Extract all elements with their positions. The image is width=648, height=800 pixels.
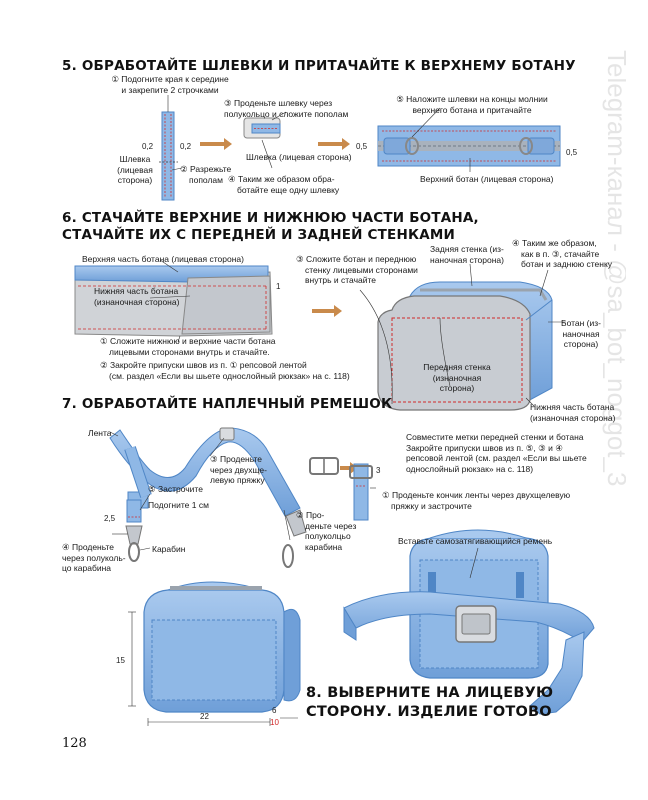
step7-fold: Подогните 1 см bbox=[148, 500, 209, 510]
step5-leader-lines bbox=[167, 95, 471, 172]
step6-gusset-strip bbox=[74, 265, 273, 337]
step8-dim-6: 6 bbox=[272, 706, 277, 715]
step6-label-top-face: Верхняя часть ботана (лицевая сторона) bbox=[82, 254, 244, 264]
step6-label-bottom-part: Нижняя часть ботана(изнаночная сторона) bbox=[530, 402, 616, 423]
step7-dim-25: 2,5 bbox=[104, 514, 116, 523]
dimension-lines bbox=[128, 611, 298, 726]
dim-02-left: 0,2 bbox=[142, 142, 154, 151]
step7-leader-lines bbox=[109, 431, 376, 551]
arrow-right-3 bbox=[312, 305, 342, 317]
buckle-detail bbox=[309, 457, 373, 521]
step5-note4: ④ Таким же образом обра-ботайте еще одну… bbox=[228, 174, 340, 195]
step7-note5: ⑤ Застрочите bbox=[148, 484, 203, 494]
step5-strap-strip bbox=[159, 111, 178, 201]
step7-dim-3: 3 bbox=[376, 466, 381, 475]
step5-title: 5. ОБРАБОТАЙТЕ ШЛЕВКИ И ПРИТАЧАЙТЕ К ВЕР… bbox=[62, 58, 576, 74]
step7-note1: ① Проденьте кончик ленты через двухщелев… bbox=[382, 490, 571, 511]
step8-dim-22: 22 bbox=[200, 712, 209, 721]
step5-label-top: Верхний ботан (лицевая сторона) bbox=[420, 174, 554, 184]
step6-dim-1: 1 bbox=[276, 282, 281, 291]
svg-text:Telegram-канал - @sa_bot_noggo: Telegram-канал - @sa_bot_noggot_3 bbox=[602, 50, 626, 486]
step6-label-bottom-wrong: Нижняя часть ботана(изнаночная сторона) bbox=[94, 286, 180, 307]
step6-label-back: Задняя стенка (из-наночная сторона) bbox=[430, 244, 504, 265]
dim-05-right: 0,5 bbox=[566, 148, 578, 157]
step5-top-gusset bbox=[377, 125, 561, 167]
finished-bag-front bbox=[143, 581, 301, 713]
arrow-right-2 bbox=[318, 138, 350, 150]
finished-bag-belt bbox=[343, 529, 595, 715]
step6-assembled-box bbox=[377, 281, 553, 411]
step8-dim-15: 15 bbox=[116, 656, 125, 665]
belt-leader bbox=[469, 547, 479, 579]
step8-belt-note: Вставьте самозатягивающийся ремень bbox=[398, 536, 553, 546]
shoulder-strap bbox=[109, 427, 307, 568]
page-number: 128 bbox=[62, 736, 87, 751]
dim-02-right: 0,2 bbox=[180, 142, 192, 151]
step7-label-carabiner: Карабин bbox=[152, 544, 186, 554]
step6-note5: Совместите метки передней стенки и ботан… bbox=[406, 432, 587, 474]
step8-dim-10: 10 bbox=[270, 718, 279, 727]
watermark: Telegram-канал - @sa_bot_noggot_3 bbox=[602, 50, 626, 486]
arrow-right-1 bbox=[200, 138, 232, 150]
step7-title: 7. ОБРАБОТАЙТЕ НАПЛЕЧНЫЙ РЕМЕШОК bbox=[62, 396, 393, 412]
step7-label-tape: Лента bbox=[88, 428, 112, 438]
step6-leader-lines bbox=[149, 259, 566, 407]
step6-note2: ② Закройте припуски швов из п. ① репсово… bbox=[100, 360, 350, 381]
step6-title: 6. СТАЧАЙТЕ ВЕРХНИЕ И НИЖНЮЮ ЧАСТИ БОТАН… bbox=[62, 210, 479, 243]
dim-05-left: 0,5 bbox=[356, 142, 368, 151]
step5-loop-folded bbox=[243, 117, 281, 139]
step5-label-loop-face: Шлевка (лицевая сторона) bbox=[246, 152, 352, 162]
